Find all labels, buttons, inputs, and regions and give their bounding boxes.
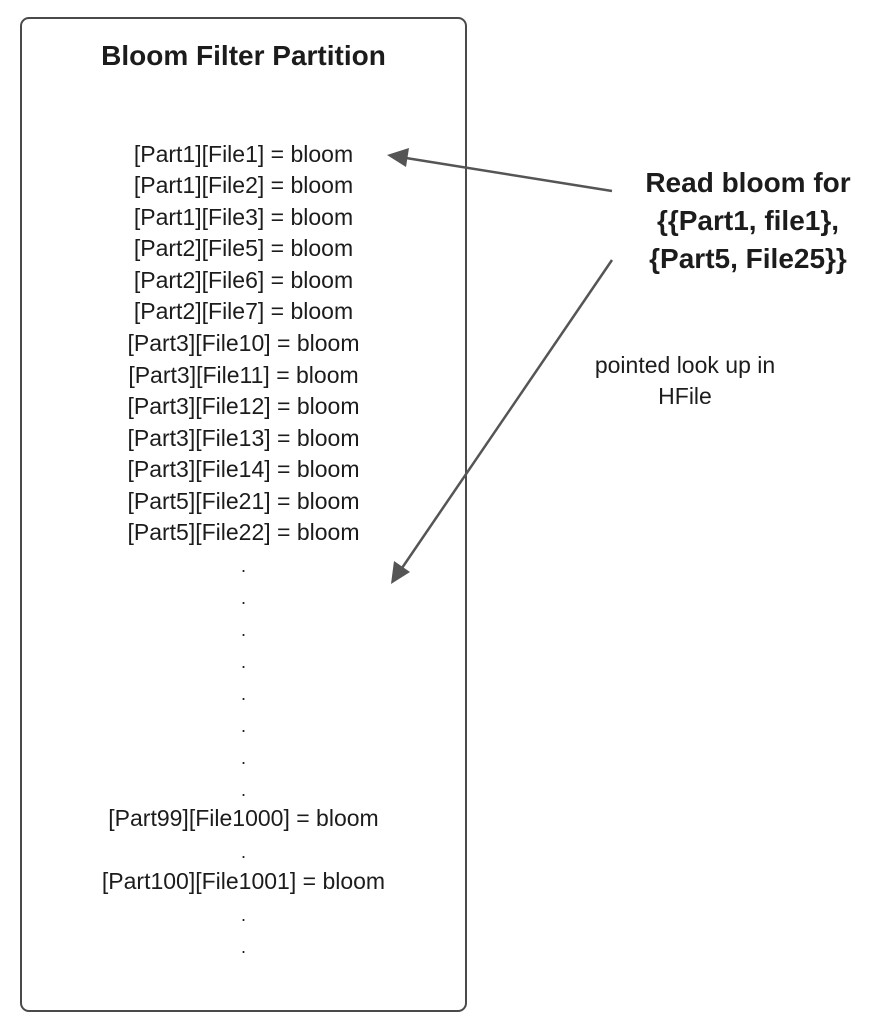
partition-entry: [Part2][File7] = bloom bbox=[133, 298, 354, 324]
note-line: pointed look up in bbox=[594, 352, 776, 378]
partition-entry: [Part1][File1] = bloom bbox=[133, 141, 354, 167]
ellipsis-dot: . bbox=[240, 620, 246, 640]
partition-entry: [Part3][File11] = bloom bbox=[128, 362, 359, 388]
ellipsis-dot: . bbox=[240, 716, 246, 736]
callout-title-line: Read bloom for bbox=[645, 167, 851, 198]
ellipsis-dot: . bbox=[240, 652, 246, 672]
partition-entry: [Part2][File5] = bloom bbox=[133, 235, 354, 261]
partition-tail-entry: [Part100][File1001] = bloom bbox=[101, 868, 386, 894]
partition-entry: [Part2][File6] = bloom bbox=[133, 267, 354, 293]
partition-entry: [Part1][File3] = bloom bbox=[133, 204, 354, 230]
ellipsis-dot: . bbox=[240, 588, 246, 608]
partition-entry: [Part3][File14] = bloom bbox=[127, 456, 360, 482]
partition-title: Bloom Filter Partition bbox=[101, 40, 386, 71]
ellipsis-dot: . bbox=[240, 556, 246, 576]
ellipsis-dot: . bbox=[240, 937, 246, 957]
ellipsis-dot: . bbox=[240, 684, 246, 704]
partition-entry-list: [Part1][File1] = bloom [Part1][File2] = … bbox=[20, 0, 467, 1033]
ellipsis-dot: . bbox=[240, 748, 246, 768]
partition-entry: [Part5][File21] = bloom bbox=[127, 488, 360, 514]
partition-entry: [Part3][File10] = bloom bbox=[127, 330, 360, 356]
note-line: HFile bbox=[658, 383, 712, 409]
pointed-lookup-note: pointed look up in HFile bbox=[560, 350, 810, 412]
read-bloom-callout: Read bloom for {{Part1, file1}, {Part5, … bbox=[612, 164, 884, 278]
partition-tail-entry: [Part99][File1000] = bloom bbox=[108, 805, 379, 831]
ellipsis-dot: . bbox=[240, 780, 246, 800]
callout-title-line: {{Part1, file1}, bbox=[656, 205, 840, 236]
partition-entry: [Part3][File13] = bloom bbox=[127, 425, 360, 451]
callout-title-line: {Part5, File25}} bbox=[649, 243, 847, 274]
ellipsis-dot: . bbox=[240, 905, 246, 925]
ellipsis-dot: . bbox=[240, 842, 246, 862]
partition-entry: [Part3][File12] = bloom bbox=[127, 393, 360, 419]
partition-entry: [Part1][File2] = bloom bbox=[133, 172, 354, 198]
partition-entry: [Part5][File22] = bloom bbox=[127, 519, 360, 545]
